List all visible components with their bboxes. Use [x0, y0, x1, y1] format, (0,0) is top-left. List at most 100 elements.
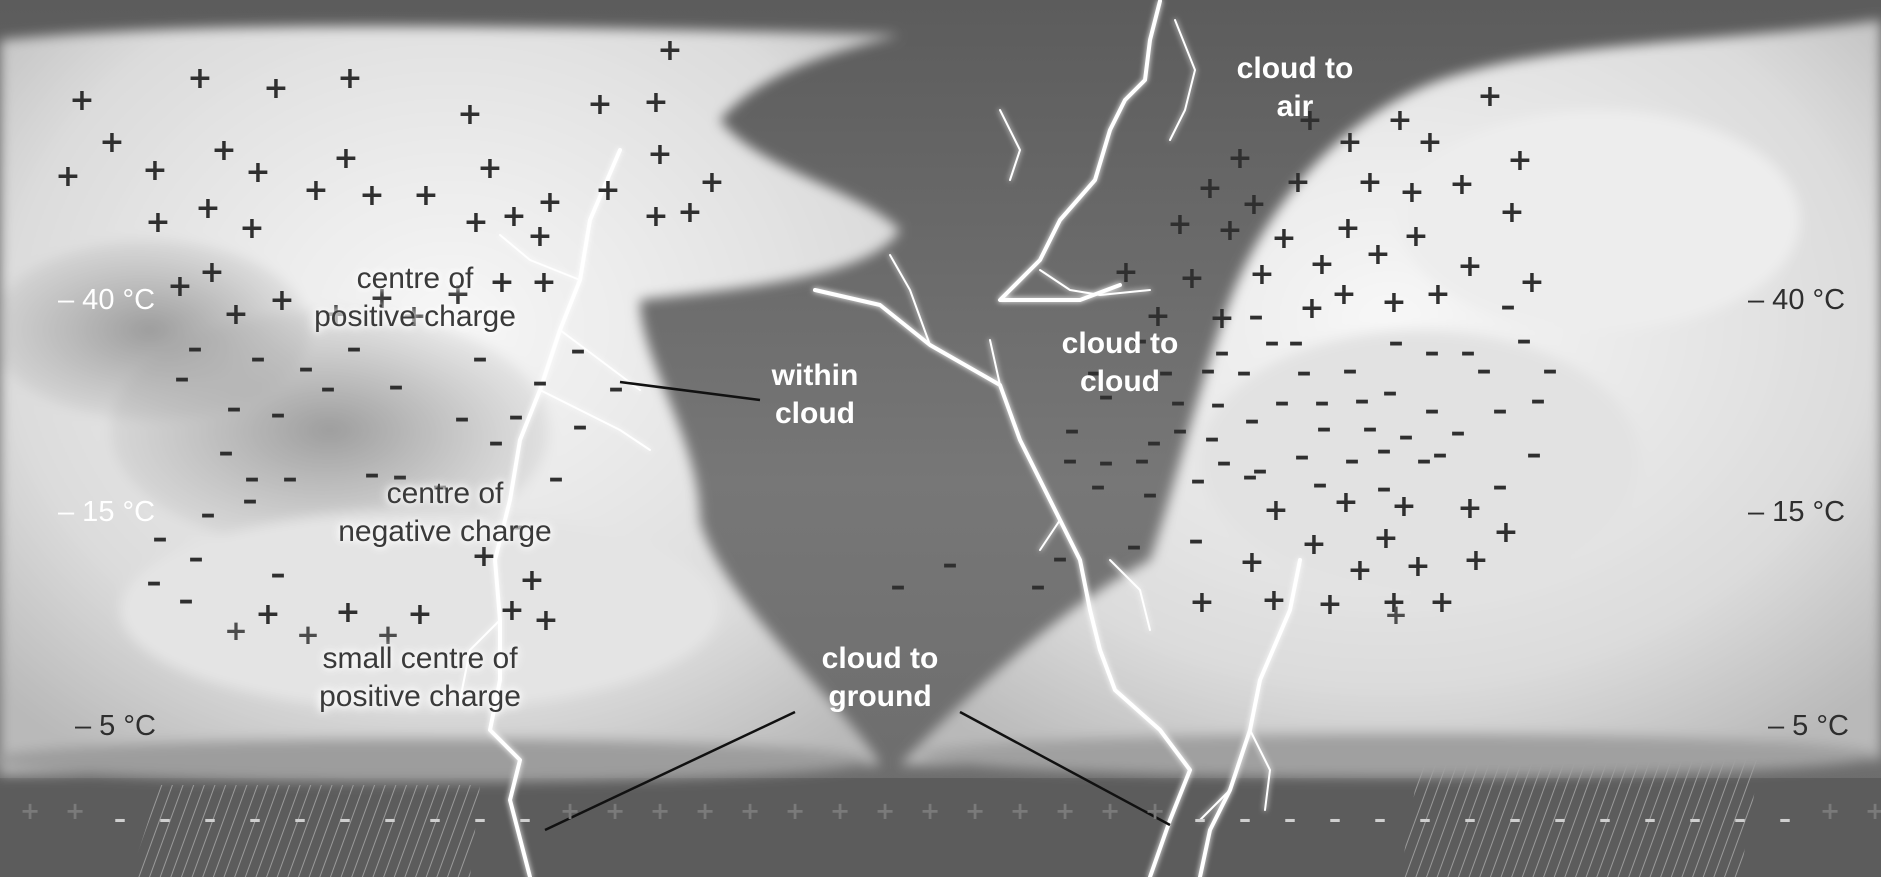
plus-sign-left: + [677, 195, 702, 230]
plus-sign-left: + [527, 219, 552, 254]
ground-minus-sign: – [294, 805, 306, 833]
plus-sign-left: + [99, 125, 124, 160]
minus-sign-right: – [1253, 453, 1268, 488]
plus-sign-left: + [269, 283, 294, 318]
ground-minus-sign: – [1599, 805, 1611, 833]
minus-sign-left: – [189, 541, 204, 576]
plus-sign-right: + [1387, 103, 1412, 138]
label-cloud-to-cloud: cloud to cloud [1035, 325, 1205, 401]
plus-sign-left: + [187, 61, 212, 96]
temp-right-minus-40: – 40 °C [1748, 284, 1846, 316]
plus-sign-right: + [1331, 277, 1356, 312]
minus-sign-right: – [1377, 433, 1392, 468]
plus-sign-left: + [519, 563, 544, 598]
minus-sign-left: – [347, 331, 362, 366]
ground-minus-sign: – [249, 805, 261, 833]
ground-plus-sign: + [1010, 797, 1030, 825]
minus-sign-right: – [1211, 387, 1226, 422]
ground-minus-sign: – [1374, 805, 1386, 833]
plus-sign-right: + [1309, 247, 1334, 282]
minus-sign-left: – [271, 557, 286, 592]
plus-sign-right: + [1357, 165, 1382, 200]
minus-sign-right: – [1031, 569, 1046, 604]
charge-symbols: ++++++++++++++++++++++++++++++++++++++++… [20, 33, 1881, 833]
ground-plus-sign: + [650, 797, 670, 825]
label-centre-positive-line1: centre of [356, 262, 474, 295]
ground-plus-sign: + [740, 797, 760, 825]
plus-sign-left: + [457, 97, 482, 132]
label-within-cloud-line1: within [771, 359, 859, 392]
minus-sign-left: – [489, 425, 504, 460]
ground-minus-sign: – [1734, 805, 1746, 833]
minus-sign-right: – [1099, 379, 1114, 414]
minus-sign-right: – [1527, 437, 1542, 472]
plus-sign-left-faint: + [376, 618, 399, 651]
plus-sign-left: + [587, 87, 612, 122]
ground-plus-sign: + [830, 797, 850, 825]
bolt-cloud-to-cloud [813, 288, 1192, 877]
minus-sign-right: – [1501, 289, 1516, 324]
bolt-cloud-to-air-branch [1169, 19, 1196, 141]
plus-sign-right: + [1373, 521, 1398, 556]
plus-sign-left: + [69, 83, 94, 118]
minus-sign-left: – [433, 469, 448, 504]
plus-sign-left: + [359, 178, 384, 213]
temp-left-minus-5: – 5 °C [75, 710, 156, 742]
label-cloud-to-ground-line2: ground [828, 680, 932, 713]
minus-sign-right: – [943, 547, 958, 582]
plus-sign-left: + [647, 137, 672, 172]
minus-sign-right: – [1091, 469, 1106, 504]
label-centre-negative-charge: centre of negative charge [305, 475, 585, 551]
minus-sign-right: – [1189, 523, 1204, 558]
ground-plus-sign: + [1055, 797, 1075, 825]
minus-sign-right: – [1297, 355, 1312, 390]
minus-sign-right: – [1493, 469, 1508, 504]
plus-sign-right: + [1189, 585, 1214, 620]
minus-sign-right: – [1249, 299, 1264, 334]
minus-sign-left: – [227, 391, 242, 426]
temp-left-minus-15: – 15 °C [58, 496, 156, 528]
plus-sign-right: + [1197, 171, 1222, 206]
label-centre-negative-line2: negative charge [338, 515, 552, 548]
plus-sign-left: + [531, 265, 556, 300]
minus-sign-right: – [1517, 323, 1532, 358]
rain-shafts [130, 760, 1760, 877]
ground-minus-sign: – [1509, 805, 1521, 833]
plus-sign-left: + [657, 33, 682, 68]
minus-sign-right: – [1383, 375, 1398, 410]
minus-sign-left: – [175, 361, 190, 396]
ground-plus-sign: + [695, 797, 715, 825]
ground-minus-sign: – [1464, 805, 1476, 833]
plus-sign-right: + [1381, 585, 1406, 620]
plus-sign-right: + [1167, 207, 1192, 242]
plus-sign-right: + [1365, 237, 1390, 272]
plus-sign-right: + [1347, 553, 1372, 588]
minus-sign-right: – [1425, 335, 1440, 370]
temp-left-minus-40: – 40 °C [58, 284, 156, 316]
minus-sign-right: – [1315, 385, 1330, 420]
plus-sign-left: + [463, 205, 488, 240]
minus-sign-right: – [1217, 445, 1232, 480]
ground-minus-sign: – [114, 805, 126, 833]
plus-sign-right: + [1391, 489, 1416, 524]
plus-sign-left: + [643, 85, 668, 120]
plus-sign-right: + [1261, 583, 1286, 618]
label-cloud-to-air-line2: air [1276, 90, 1314, 123]
minus-sign-left: – [153, 521, 168, 556]
plus-sign-right: + [1249, 257, 1274, 292]
minus-sign-right: – [1265, 325, 1280, 360]
minus-sign-left: – [321, 371, 336, 406]
minus-sign-left: – [473, 341, 488, 376]
minus-sign-right: – [1127, 529, 1142, 564]
plus-sign-left: + [335, 595, 360, 630]
plus-sign-left-faint: + [224, 614, 247, 647]
plus-sign-right: + [1271, 221, 1296, 256]
temp-right-minus-5: – 5 °C [1768, 710, 1849, 742]
ground-minus-sign: – [1284, 805, 1296, 833]
minus-sign-left: – [219, 435, 234, 470]
ground-plus-sign: + [785, 797, 805, 825]
minus-sign-right: – [1191, 463, 1206, 498]
ground-plus-sign: + [605, 797, 625, 825]
